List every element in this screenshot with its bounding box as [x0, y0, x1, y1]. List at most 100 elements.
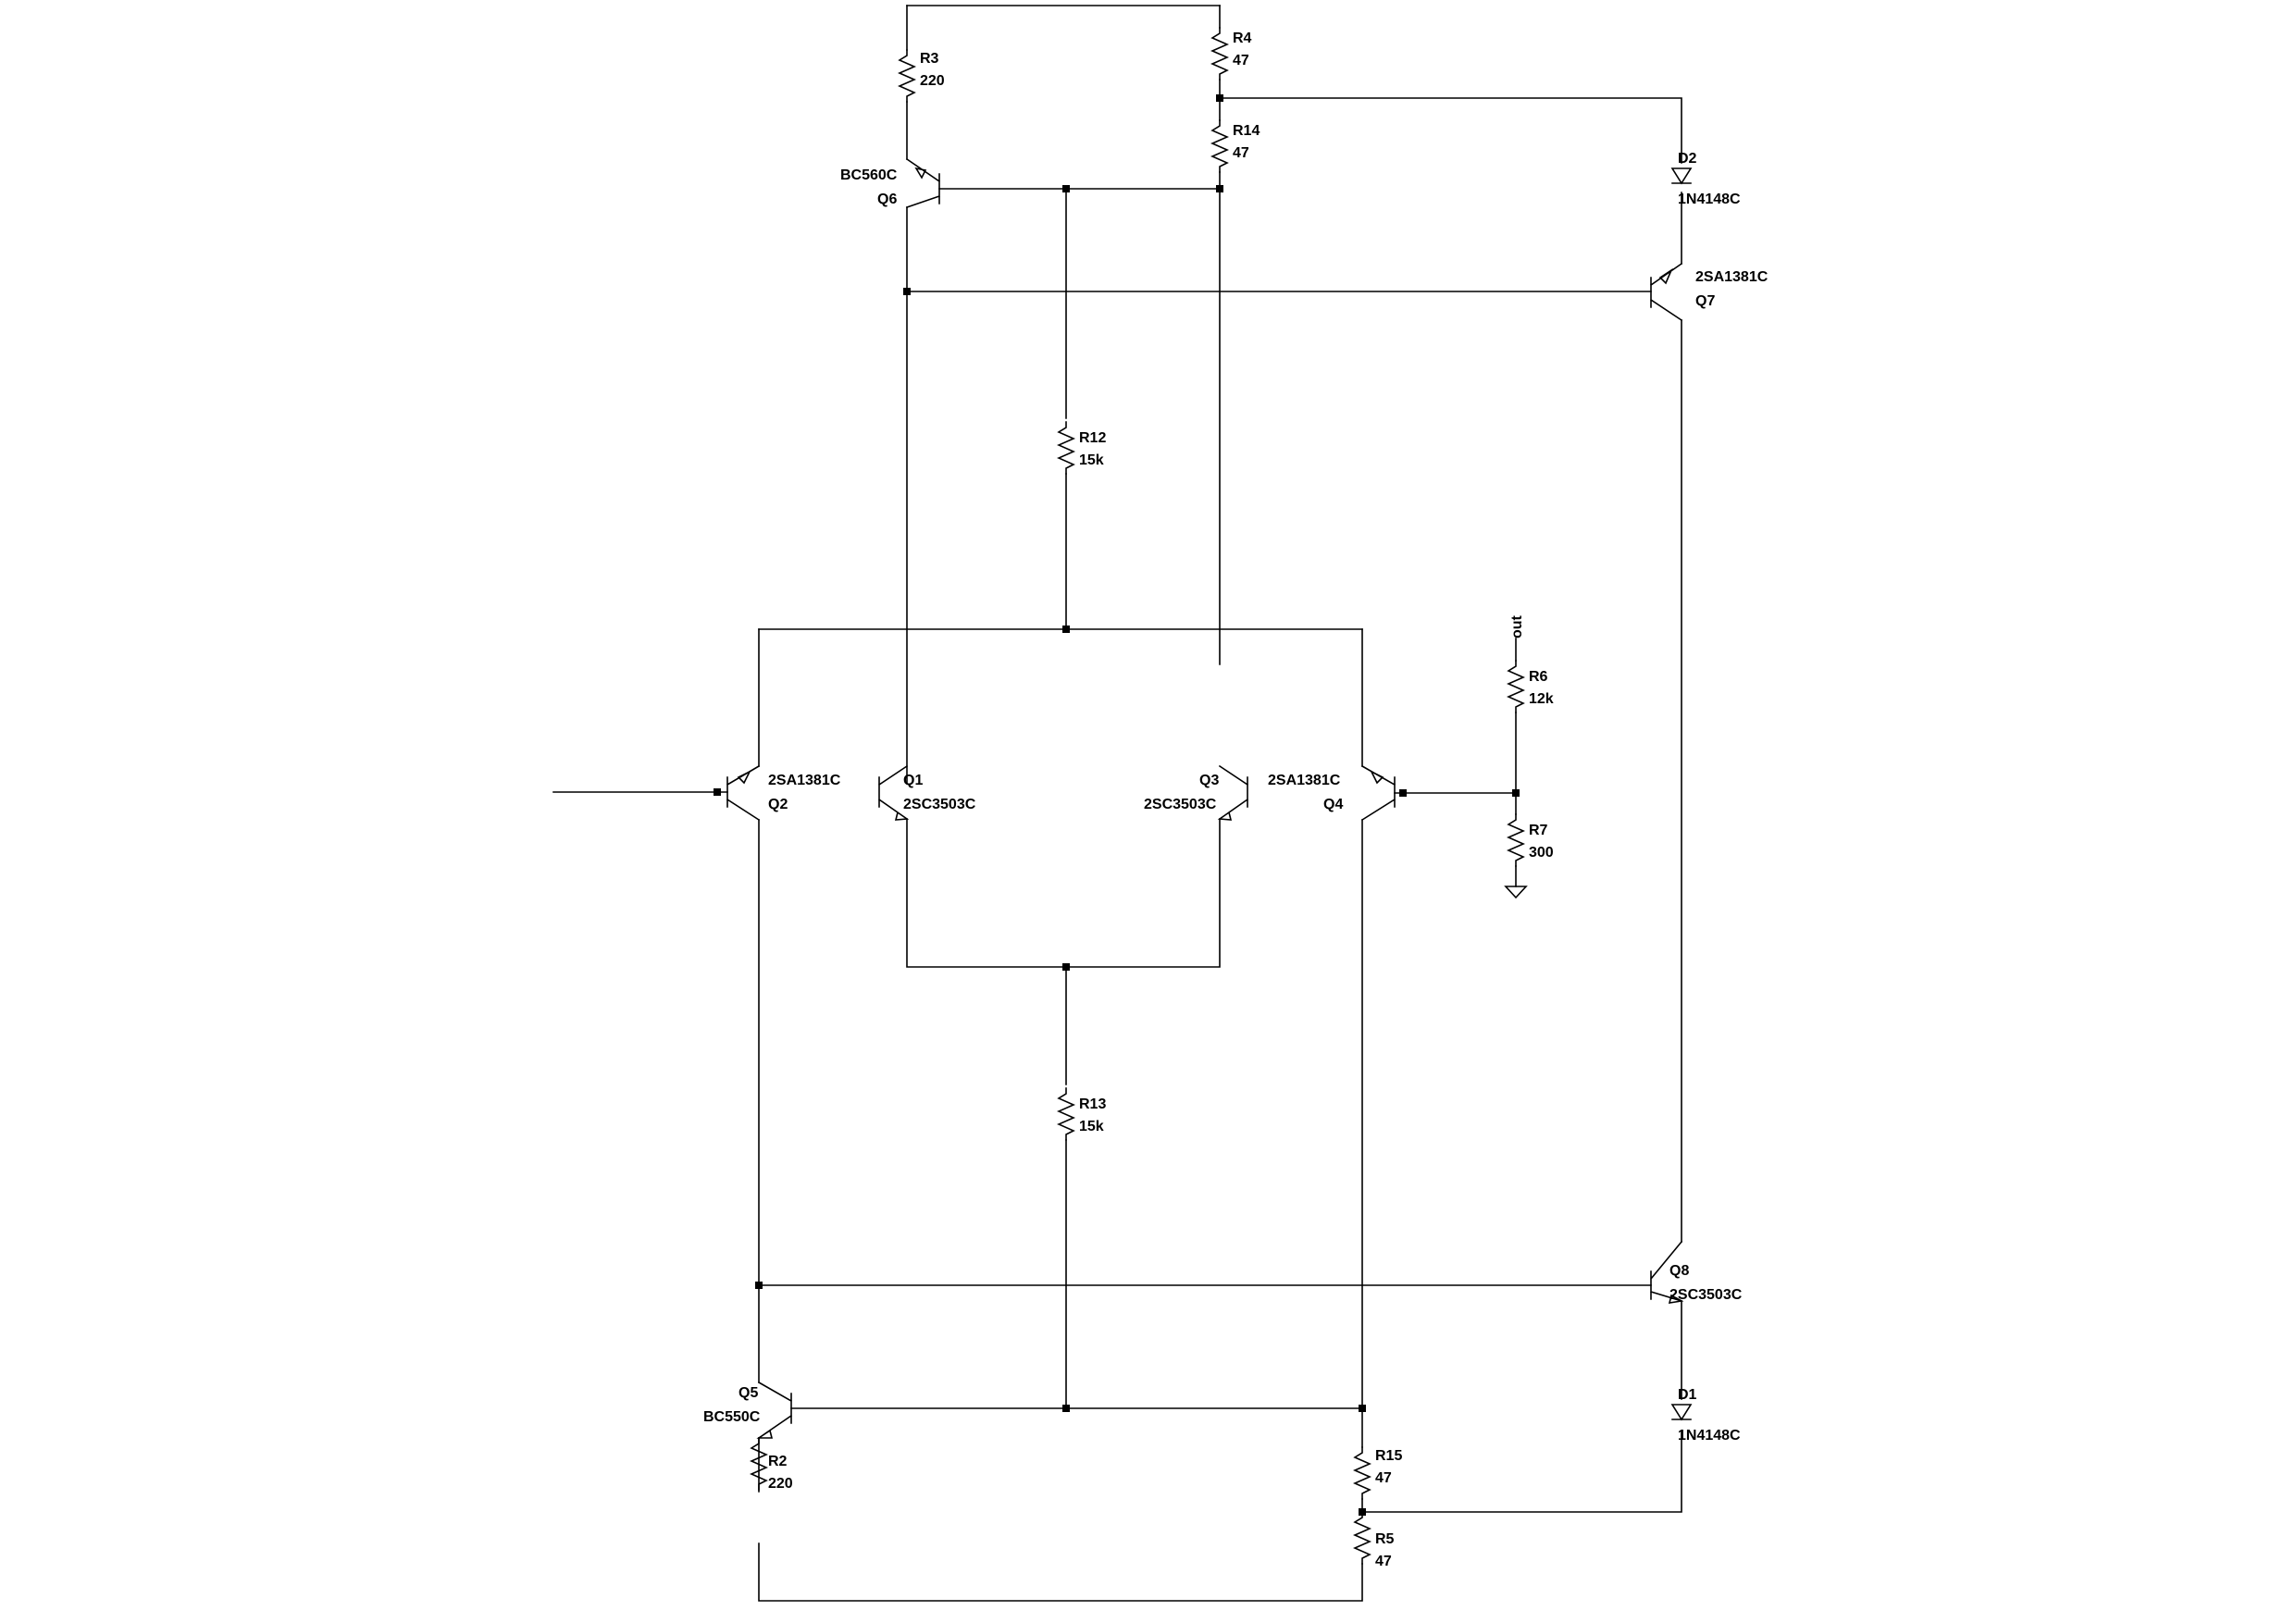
resistor-value: 15k [1079, 1119, 1104, 1134]
wire [1219, 97, 1682, 265]
junction-dot [1359, 1405, 1366, 1412]
resistor-value: 220 [920, 73, 945, 89]
resistor-ref: R3 [920, 51, 939, 67]
resistor-r5: R5 47 [1353, 1511, 1395, 1569]
transistor-value: 2SA1381C [1268, 773, 1341, 788]
junction-dot [1512, 789, 1520, 797]
transistor-ref: Q5 [738, 1385, 758, 1401]
resistor-icon [750, 1437, 768, 1491]
transistor-q7: 2SA1381C Q7 [1649, 262, 1769, 322]
transistor-q1: Q1 2SC3503C [877, 764, 976, 821]
junction-dot [1062, 1405, 1070, 1412]
transistor-q6: BC560C Q6 [840, 157, 941, 209]
resistor-value: 47 [1375, 1554, 1392, 1569]
diodes: D2 1N4148C D1 1N4148C [1670, 151, 1741, 1443]
resistor-icon [1057, 1087, 1075, 1141]
transistor-value: 2SC3503C [1669, 1287, 1743, 1303]
resistor-ref: R12 [1079, 430, 1106, 446]
transistor-ref: Q1 [903, 773, 923, 788]
resistor-value: 47 [1233, 53, 1249, 68]
junction-dot [1216, 94, 1223, 102]
resistor-icon [1507, 660, 1525, 713]
resistor-r3: R3 220 [898, 49, 945, 103]
junction-dot [1399, 789, 1407, 797]
resistor-ref: R6 [1529, 669, 1548, 685]
resistor-r2: R2 220 [750, 1437, 793, 1492]
transistor-icon [726, 764, 761, 822]
resistor-ref: R2 [768, 1454, 788, 1469]
transistor-icon [905, 157, 941, 209]
resistor-r4: R4 47 [1210, 27, 1252, 81]
wire [906, 818, 1221, 968]
transistor-value: BC560C [840, 167, 898, 183]
transistor-q4: 2SA1381C Q4 [1268, 764, 1396, 822]
transistor-icon [1649, 262, 1683, 322]
junction-dot [903, 288, 911, 295]
junction-dot [1216, 185, 1223, 192]
resistor-icon [898, 49, 916, 103]
transistor-value: 2SA1381C [1695, 269, 1769, 285]
resistor-r6: R6 12k [1507, 660, 1554, 713]
junction-dot [755, 1282, 763, 1289]
resistor-r12: R12 15k [1057, 421, 1106, 475]
resistor-value: 47 [1233, 145, 1249, 161]
transistor-ref: Q6 [877, 192, 897, 207]
diode-ref: D2 [1678, 151, 1697, 167]
ground-symbol [1504, 886, 1528, 899]
resistor-value: 220 [768, 1476, 793, 1492]
transistor-q2: 2SA1381C Q2 [726, 764, 841, 822]
transistor-icon [877, 764, 910, 821]
resistor-value: 300 [1529, 845, 1554, 861]
wire [1361, 1300, 1682, 1513]
transistor-icon [1217, 764, 1249, 821]
resistor-icon [1057, 421, 1075, 475]
resistor-r15: R15 47 [1353, 1446, 1402, 1500]
junction-dot [714, 788, 721, 796]
resistor-icon [1210, 119, 1229, 173]
ground-icon [1504, 886, 1528, 899]
resistor-value: 12k [1529, 691, 1554, 707]
resistors: R3 220 R4 47 R14 47 R12 15k R13 15k R6 1… [750, 27, 1554, 1569]
diode-icon [1670, 167, 1693, 185]
resistor-icon [1353, 1446, 1371, 1500]
transistor-icon [1360, 764, 1396, 822]
resistor-value: 47 [1375, 1470, 1392, 1486]
resistor-r13: R13 15k [1057, 1087, 1106, 1141]
transistor-icon [756, 1381, 793, 1440]
wire [758, 1437, 1363, 1602]
diode-d2: D2 1N4148C [1670, 151, 1741, 207]
diode-icon [1670, 1404, 1693, 1421]
transistor-ref: Q3 [1199, 773, 1219, 788]
net-label-out: out [1509, 614, 1525, 638]
junctions [714, 94, 1520, 1516]
transistor-value: 2SC3503C [1144, 797, 1217, 812]
transistor-ref: Q2 [768, 797, 788, 812]
resistor-r7: R7 300 [1507, 813, 1554, 867]
resistor-icon [1507, 813, 1525, 867]
transistor-value: BC550C [703, 1409, 761, 1425]
diode-value: 1N4148C [1678, 192, 1741, 207]
wires [552, 5, 1682, 1602]
junction-dot [1062, 963, 1070, 971]
transistor-ref: Q4 [1323, 797, 1343, 812]
transistor-q5: Q5 BC550C [703, 1381, 793, 1440]
wire [758, 628, 1363, 767]
resistor-icon [1210, 27, 1229, 81]
resistor-ref: R14 [1233, 123, 1260, 139]
junction-dot [1062, 626, 1070, 633]
transistor-q8: Q8 2SC3503C [1649, 1240, 1743, 1304]
out-label: out [1509, 614, 1525, 638]
junction-dot [1062, 185, 1070, 192]
resistor-value: 15k [1079, 452, 1104, 468]
resistor-ref: R4 [1233, 31, 1252, 46]
transistors: BC560C Q6 2SA1381C Q7 2SA1381C Q2 Q1 2SC… [703, 157, 1769, 1440]
diode-ref: D1 [1678, 1387, 1697, 1403]
transistor-ref: Q8 [1669, 1263, 1689, 1279]
diode-value: 1N4148C [1678, 1428, 1741, 1443]
resistor-ref: R13 [1079, 1096, 1106, 1112]
resistor-ref: R7 [1529, 823, 1548, 838]
transistor-q3: Q3 2SC3503C [1144, 764, 1249, 821]
resistor-ref: R5 [1375, 1531, 1395, 1547]
transistor-ref: Q7 [1695, 293, 1715, 309]
diode-d1: D1 1N4148C [1670, 1387, 1741, 1443]
